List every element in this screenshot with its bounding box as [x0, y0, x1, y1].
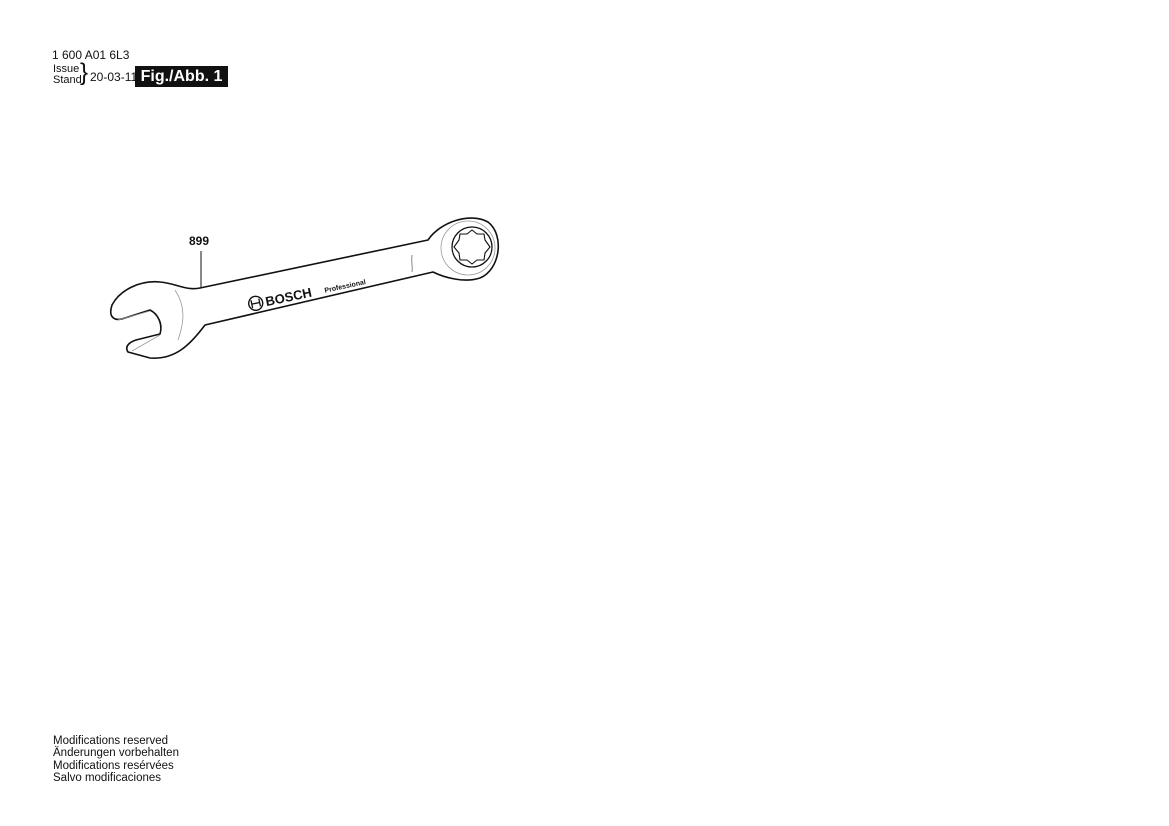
issue-date: 20-03-11 [90, 70, 138, 84]
bosch-logo-icon [248, 295, 264, 312]
wrench-899[interactable] [109, 217, 500, 359]
part-number: 1 600 A01 6L3 [52, 48, 130, 62]
figure-label: Fig./Abb. 1 [135, 66, 228, 87]
note-en: Modifications reserved [53, 735, 169, 747]
note-de: Änderungen vorbehalten [53, 747, 179, 760]
brace: } [80, 59, 89, 86]
issue-stand-labels: Issue Stand [53, 64, 82, 86]
ratchet-ring-teeth [453, 229, 491, 265]
issue-label: Issue [53, 63, 80, 75]
note-es: Salvo modificaciones [53, 771, 162, 784]
callout-899[interactable]: 899 [189, 234, 209, 248]
note-fr: Modifications resérvées [53, 759, 174, 772]
footer-notes: Modifications reserved Änderungen vorbeh… [53, 735, 179, 784]
stand-label: Stand [53, 74, 82, 86]
